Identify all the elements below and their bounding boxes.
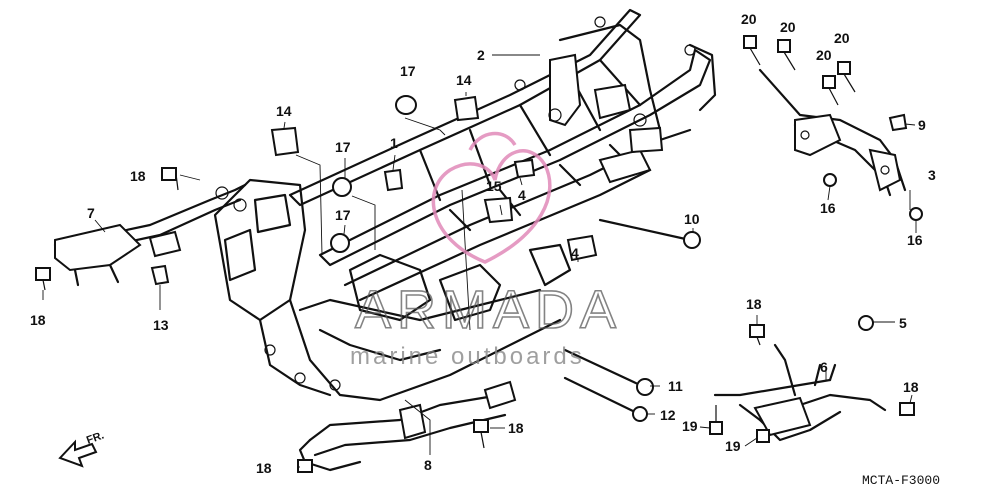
callout-6: 6 [820, 359, 828, 375]
callout-20: 20 [816, 47, 832, 63]
direction-label: FR. [85, 429, 106, 446]
callout-18: 18 [256, 460, 272, 476]
callout-20: 20 [834, 30, 850, 46]
callout-14: 14 [456, 72, 472, 88]
callout-4: 4 [571, 245, 579, 261]
callout-4: 4 [518, 187, 526, 203]
callout-19: 19 [682, 418, 698, 434]
callout-11: 11 [668, 378, 683, 394]
lower-pipe-part-8 [298, 380, 517, 472]
callout-5: 5 [899, 315, 907, 331]
callout-20: 20 [741, 11, 757, 27]
stand-bracket-part-6 [713, 343, 887, 442]
callout-13: 13 [153, 317, 169, 333]
callout-1: 1 [390, 135, 398, 151]
callout-18: 18 [508, 420, 524, 436]
callout-18: 18 [903, 379, 919, 395]
callout-14: 14 [276, 103, 292, 119]
callout-12: 12 [660, 407, 676, 423]
callout-17: 17 [400, 63, 416, 79]
frame-body [213, 8, 717, 402]
callout-18: 18 [746, 296, 762, 312]
rear-bracket-part-3 [758, 68, 907, 197]
callout-17: 17 [335, 139, 351, 155]
callout-18: 18 [30, 312, 46, 328]
callout-20: 20 [780, 19, 796, 35]
leader-lines [42, 54, 917, 468]
watermark-brand: ARMADA [355, 280, 622, 340]
callout-3: 3 [928, 167, 936, 183]
fasteners [35, 35, 923, 473]
callout-2: 2 [477, 47, 485, 63]
diagram-code: MCTA-F3000 [862, 473, 940, 488]
callout-19: 19 [725, 438, 741, 454]
callout-18: 18 [130, 168, 146, 184]
callout-15: 15 [486, 178, 502, 194]
callout-7: 7 [87, 205, 95, 221]
watermark: ARMADA marine outboards [350, 131, 622, 370]
watermark-heart-icon [431, 149, 552, 264]
front-direction-indicator: FR. [58, 429, 106, 468]
callout-9: 9 [918, 117, 926, 133]
callout-10: 10 [684, 211, 700, 227]
callout-17: 17 [335, 207, 351, 223]
callout-8: 8 [424, 457, 432, 473]
callout-labels: 2 1 17 14 14 17 17 18 7 18 13 15 4 4 10 … [30, 11, 936, 476]
front-bracket-part-7 [53, 183, 247, 287]
watermark-tagline: marine outboards [350, 343, 585, 370]
callout-16: 16 [907, 232, 923, 248]
callout-16: 16 [820, 200, 836, 216]
